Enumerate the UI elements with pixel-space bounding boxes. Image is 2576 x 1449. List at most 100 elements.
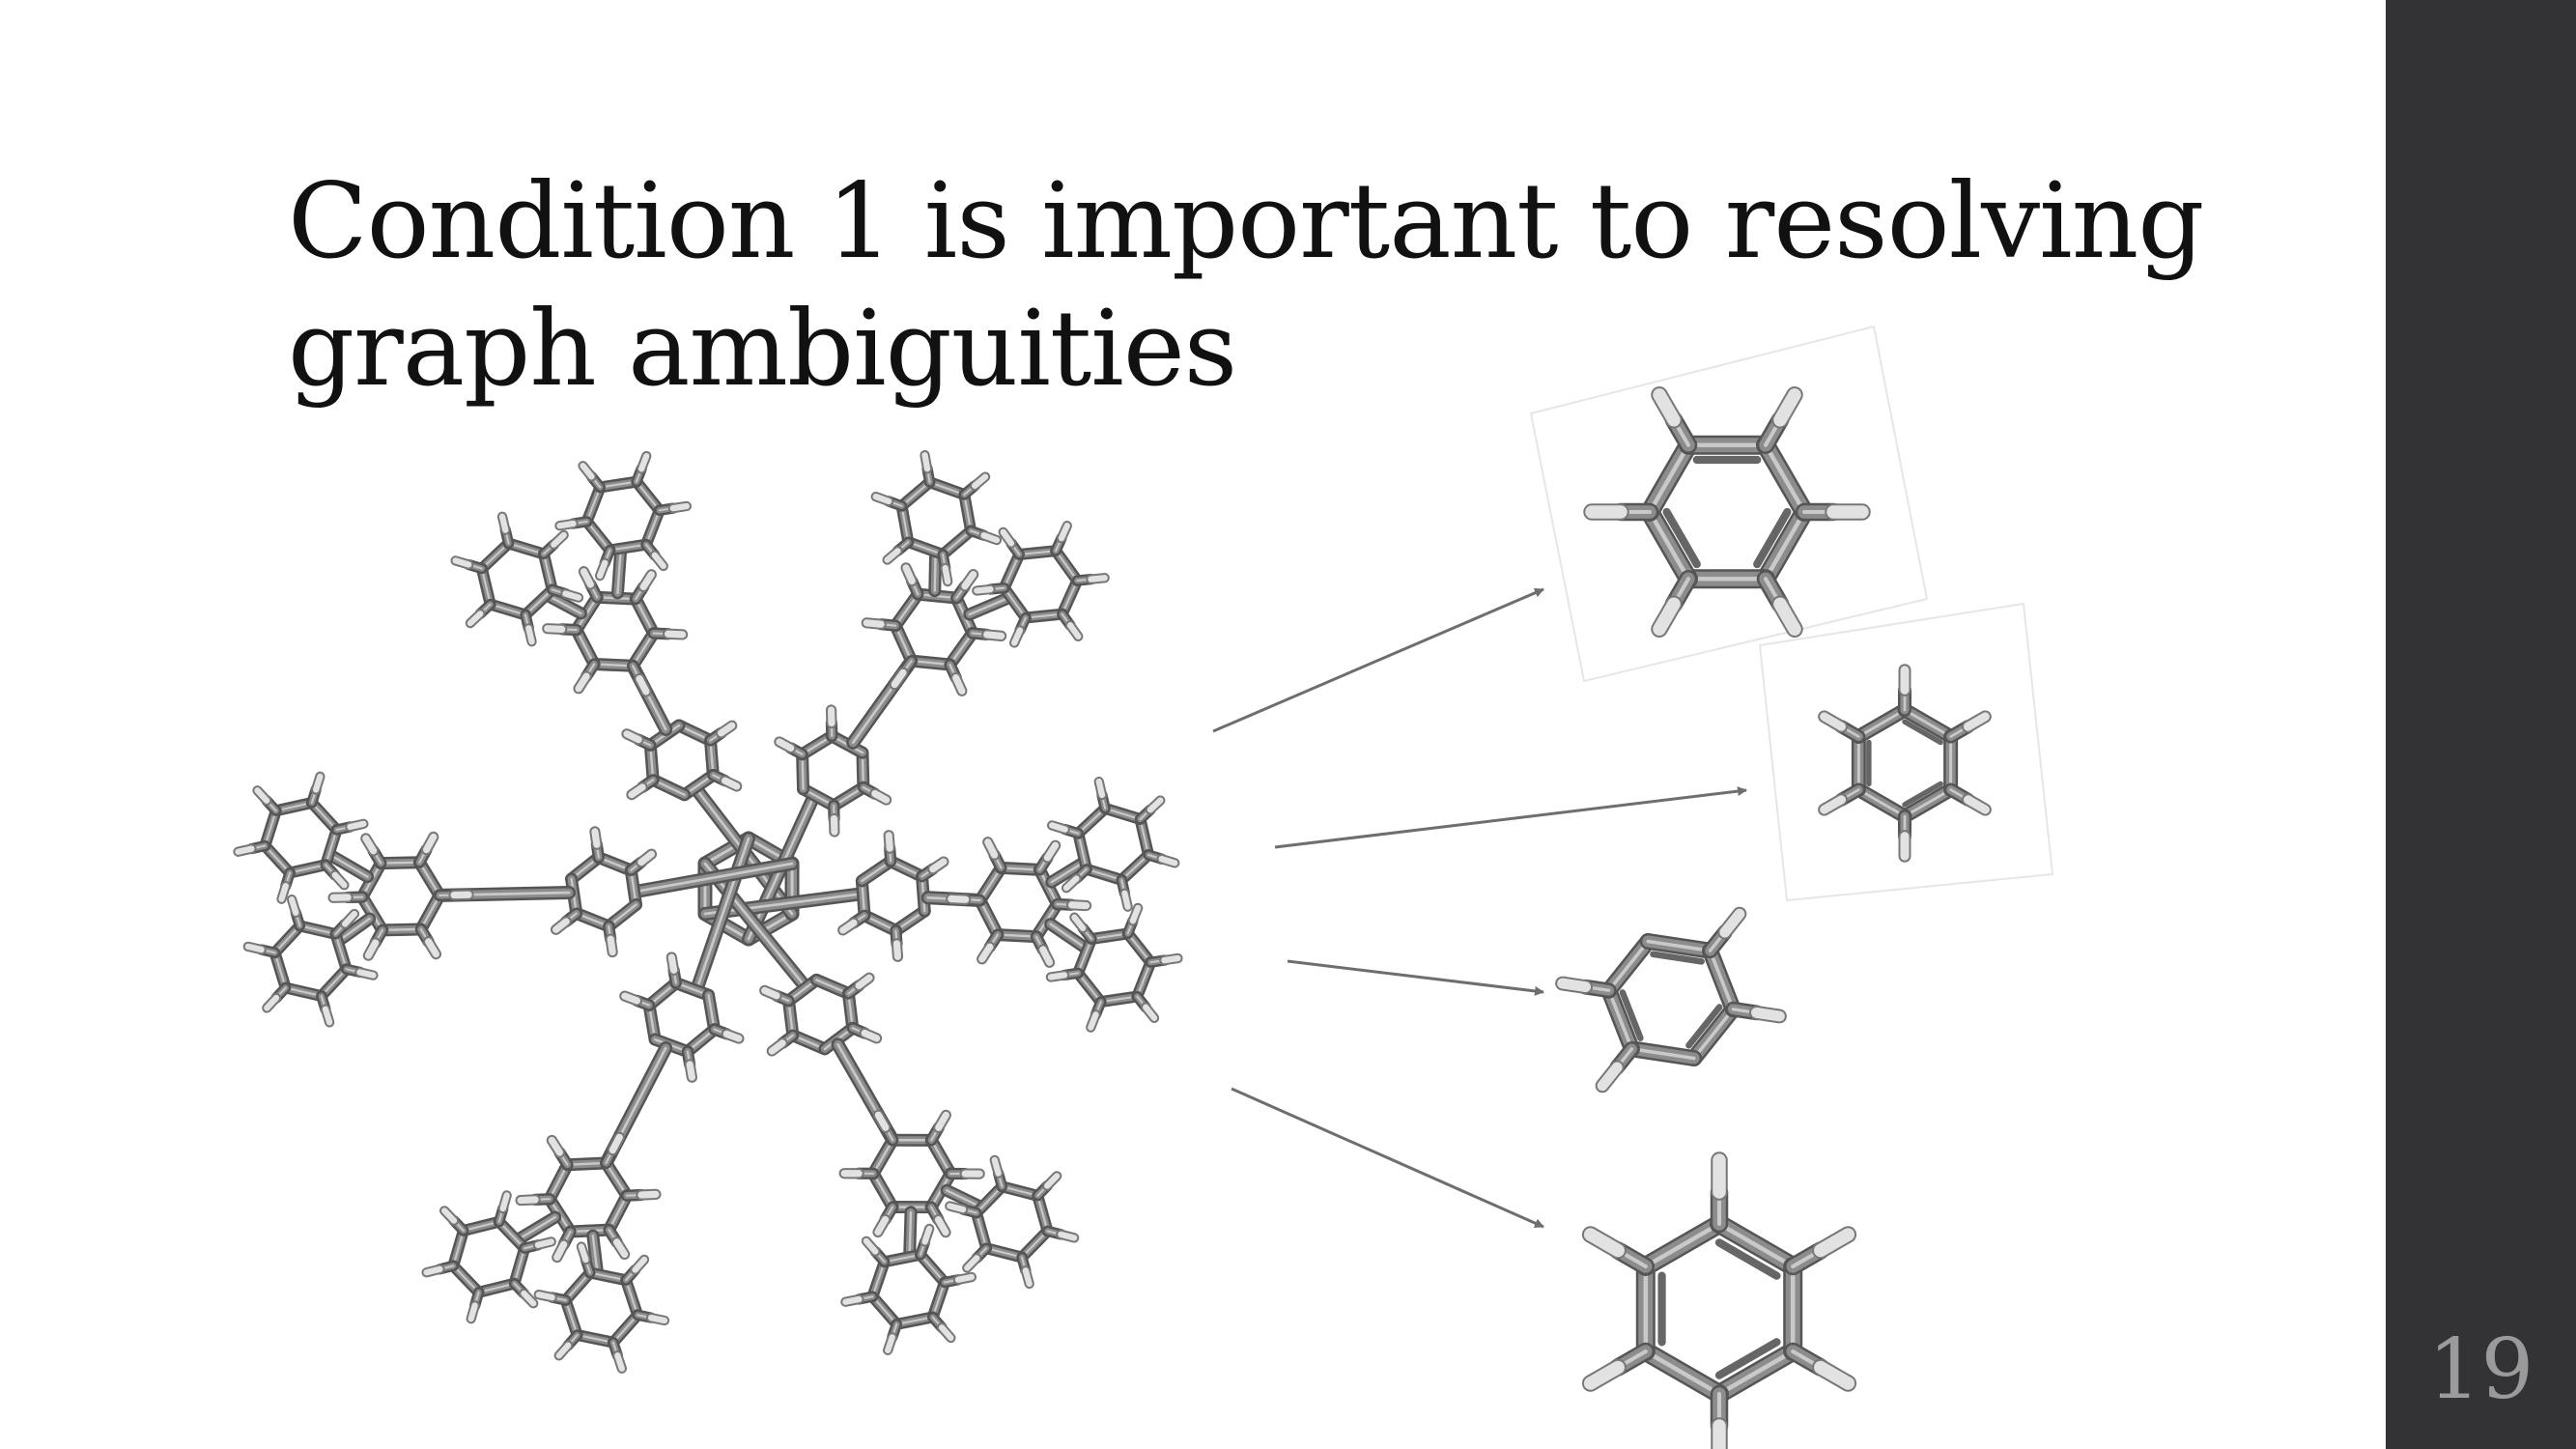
hydrogen-bond [948, 895, 970, 903]
hydrogen-bond [1022, 1267, 1033, 1288]
bond-highlight [1050, 862, 1084, 884]
main-molecule [233, 450, 1183, 1374]
hydrogen-bond [235, 845, 255, 855]
bond-highlight [871, 1261, 886, 1298]
bond-highlight [893, 592, 920, 627]
hydrogen-bond [591, 828, 601, 848]
hydrogen-bond [423, 1265, 443, 1276]
bond-highlight [381, 927, 423, 932]
hydrogen-bond [938, 1324, 954, 1342]
bond-highlight [963, 493, 973, 532]
hydrogen-bond [498, 513, 509, 533]
hydrogen-bond [974, 585, 994, 594]
bond-highlight [1903, 708, 1953, 738]
bond-highlight [288, 864, 327, 874]
hydrogen-bond [1820, 795, 1847, 814]
hydrogen-bond [534, 1238, 554, 1248]
bond-highlight [524, 588, 553, 616]
bond-highlight [625, 1279, 639, 1317]
bond-highlight [1136, 961, 1152, 998]
bond-highlight [975, 1185, 1004, 1214]
hydrogen-bond [548, 1136, 564, 1156]
bond-highlight [489, 603, 527, 616]
bond-highlight [608, 1194, 629, 1232]
hydrogen-bond [902, 564, 916, 585]
bond-highlight [1856, 708, 1907, 738]
bond-highlight [1716, 1349, 1796, 1397]
hydrogen-bond [935, 1111, 949, 1131]
bond-highlight [513, 1247, 526, 1285]
bond-highlight [1099, 995, 1139, 1004]
bond-highlight [548, 595, 582, 615]
bond-highlight [1077, 807, 1107, 835]
bond-highlight [871, 1295, 898, 1325]
hydrogen-bond [639, 571, 655, 591]
hydrogen-bond [921, 452, 931, 472]
hydrogen-bond [499, 1192, 510, 1212]
bond-highlight [1643, 1221, 1722, 1269]
bond-highlight [948, 632, 974, 667]
hydrogen-bond [555, 1342, 572, 1359]
hydrogen-bond [667, 953, 678, 974]
hydrogen-bond [1058, 1231, 1078, 1241]
bond-highlight [637, 862, 794, 893]
hydrogen-bond [1066, 622, 1082, 639]
hydrogen-bond [322, 1006, 333, 1026]
hydrogen-bond [1158, 856, 1178, 867]
hydrogen-bond [621, 992, 641, 1005]
bond-highlight [1061, 579, 1079, 615]
aromatic-bond [1714, 1238, 1781, 1280]
bond-highlight [1139, 817, 1150, 857]
hydrogen-bond [1719, 908, 1745, 938]
aromatic-bond [1662, 507, 1701, 569]
bond-highlight [1085, 867, 1123, 881]
aromatic-bond [1619, 989, 1644, 1041]
hydrogen-bond [722, 1030, 743, 1042]
bond-highlight [418, 861, 441, 897]
hydrogen-bond [347, 820, 367, 831]
hydrogen-bond [1121, 890, 1131, 910]
bond-highlight [907, 541, 945, 556]
hydrogen-bond [952, 674, 966, 695]
hydrogen-bond [362, 835, 378, 855]
hydrogen-bond [607, 935, 616, 956]
hydrogen-bond [613, 1238, 629, 1259]
hydrogen-bond [1814, 1228, 1855, 1258]
hydrogen-bond [1043, 841, 1060, 862]
page-number: 19 [2427, 1321, 2534, 1418]
bond-highlight [585, 486, 602, 523]
hydrogen-bond [244, 943, 265, 953]
bond-highlight [942, 529, 973, 556]
bond-highlight [452, 1264, 480, 1293]
bond-highlight [331, 855, 369, 878]
hydrogen-bond [961, 571, 977, 590]
bond-highlight [477, 1282, 516, 1293]
arrow [1231, 1087, 1544, 1229]
bond-highlight [1647, 442, 1691, 515]
hydrogen-bond [356, 969, 377, 979]
hydrogen-bond [871, 789, 891, 804]
bond-highlight [575, 628, 596, 666]
bond-highlight [507, 542, 546, 555]
bond-highlight [1003, 553, 1021, 589]
bond-highlight [592, 663, 635, 668]
hydrogen-bond [884, 548, 901, 563]
hydrogen-bond [552, 918, 570, 933]
bond-highlight [696, 837, 750, 988]
hydrogen-bond [1146, 797, 1164, 813]
hydrogen-bond [580, 463, 595, 480]
hydrogen-bond [1071, 914, 1087, 931]
aromatic-bond [1902, 781, 1943, 808]
bond-highlight [380, 861, 421, 865]
bond-highlight [452, 1229, 465, 1267]
bond-highlight [908, 1210, 913, 1255]
bond-highlight [910, 659, 951, 667]
bond-highlight [591, 1234, 599, 1273]
bond-highlight [1643, 1349, 1722, 1397]
bond-highlight [975, 1211, 988, 1250]
bond-highlight [320, 968, 348, 998]
bond-highlight [1716, 1221, 1796, 1269]
bond-highlight [644, 509, 661, 546]
bond-highlight [264, 810, 277, 847]
